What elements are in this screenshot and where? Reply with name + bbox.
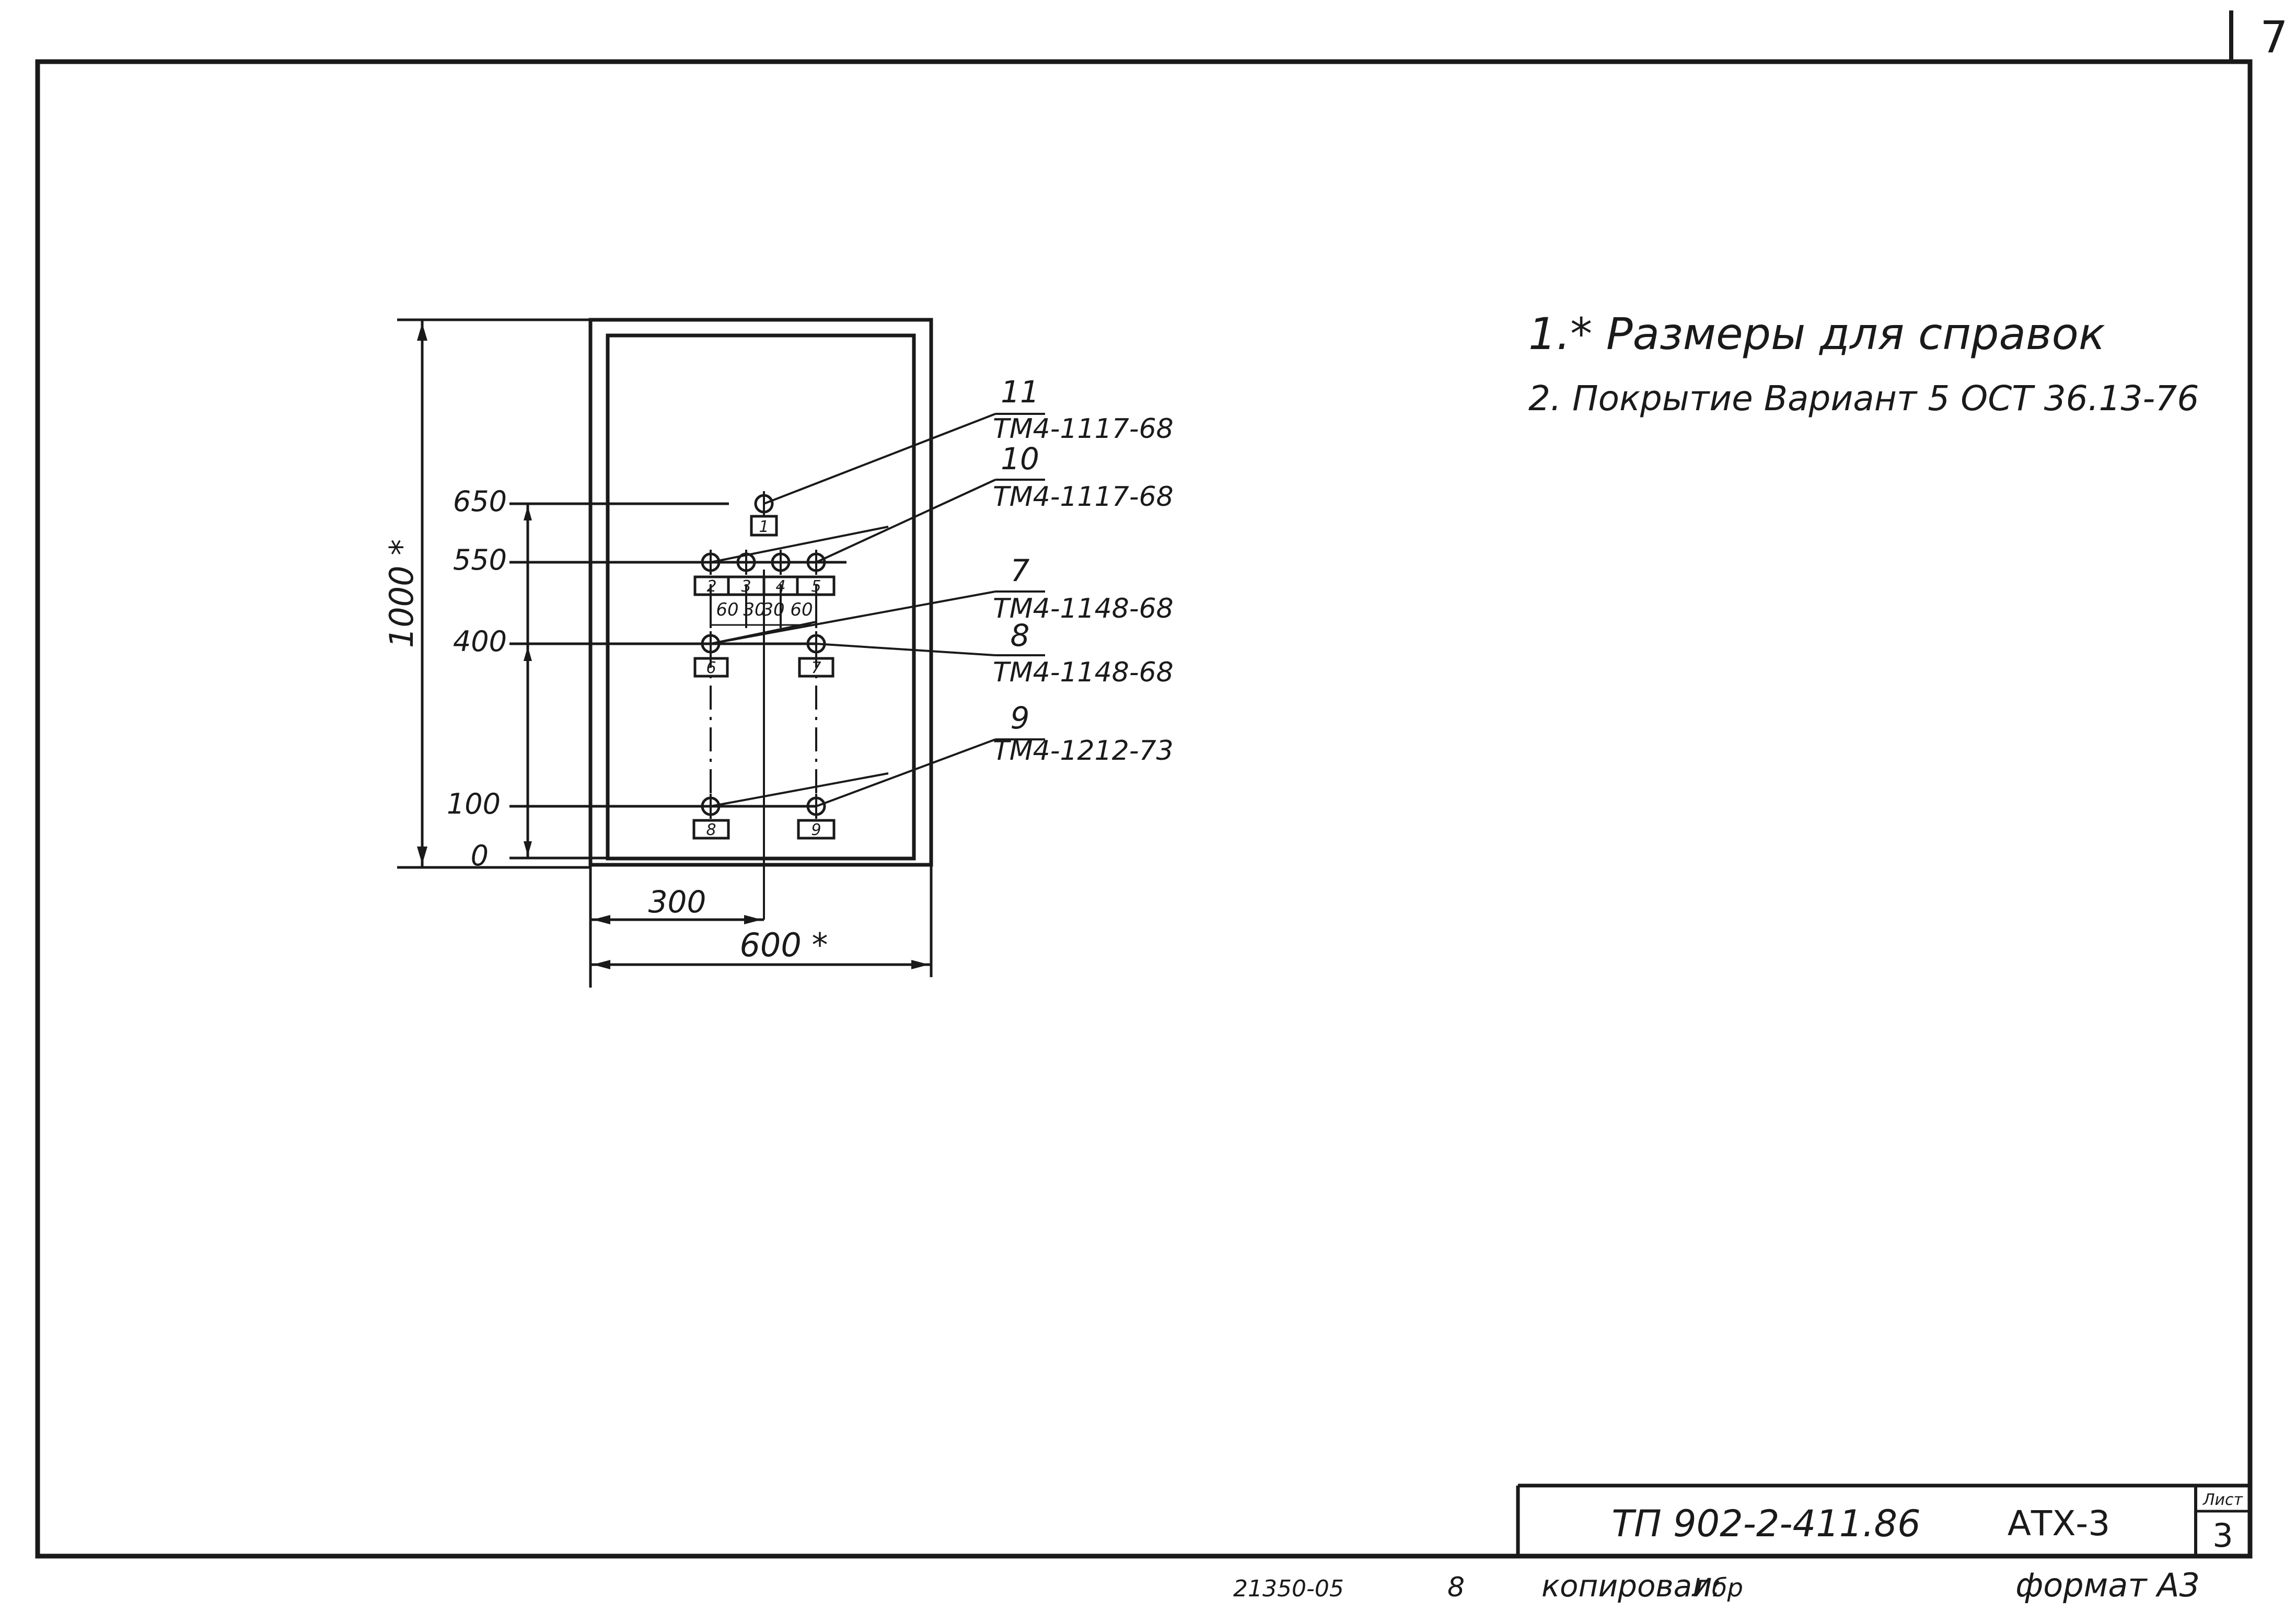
title-section: АТХ-3 — [2008, 1503, 2111, 1544]
elevation-dimensions: 650 550 400 100 0 — [447, 485, 846, 872]
device-tag-9: 9 — [811, 821, 821, 839]
sheet-border — [35, 59, 2253, 1559]
note-2: 2. Покрытие Вариант 5 ОСТ 36.13-76 — [1528, 378, 2199, 419]
elevation-label-400: 400 — [453, 625, 507, 658]
sheet-corner-number: 7 — [2260, 11, 2288, 63]
copied-by-signature: Ибр — [1693, 1573, 1743, 1603]
spacing-dimensions: 60 30 30 60 — [710, 584, 817, 628]
device-tag-3: 3 — [741, 577, 751, 596]
elevation-label-650: 650 — [453, 485, 507, 518]
callout-code-8: ТМ4-1148-68 — [993, 657, 1174, 688]
copied-by-label: копировал: — [1541, 1568, 1722, 1604]
spacing-label-1: 60 — [716, 599, 738, 620]
elevation-label-100: 100 — [447, 787, 501, 820]
callout-code-10: ТМ4-1117-68 — [993, 481, 1174, 513]
archive-number: 21350-05 — [1233, 1575, 1344, 1602]
sheet-corner-marker: 7 — [2229, 10, 2288, 63]
elevation-label-550: 550 — [453, 543, 507, 576]
callout-code-11: ТМ4-1117-68 — [993, 413, 1174, 445]
device-tag-2: 2 — [706, 577, 716, 596]
height-dimension-label: 1000 * — [382, 539, 421, 648]
width-dimension-label: 600 * — [739, 926, 828, 964]
device-tag-6: 6 — [706, 659, 716, 677]
title-doc-number: ТП 902-2-411.86 — [1611, 1502, 1920, 1545]
device-symbol-3 — [736, 550, 756, 575]
device-tag-4: 4 — [775, 577, 785, 596]
format-label: формат А3 — [2015, 1566, 2200, 1604]
spacing-label-3: 30 — [762, 599, 784, 620]
title-sheet-number: 3 — [2212, 1516, 2233, 1555]
callout-position-11: 11 — [1001, 374, 1039, 410]
elevation-label-0: 0 — [471, 839, 489, 872]
callout-code-7: ТМ4-1148-68 — [993, 593, 1174, 624]
callout-position-9: 9 — [1011, 700, 1030, 736]
device-axis-lines — [710, 570, 817, 920]
panel-inner-outline — [606, 333, 916, 861]
width-dimensions: 300 600 * — [589, 865, 933, 988]
title-block: ТП 902-2-411.86 АТХ-3 Лист 3 — [1516, 1483, 2250, 1556]
callout-position-7: 7 — [1011, 553, 1030, 588]
device-tag-1: 1 — [759, 518, 769, 536]
leader-lines — [710, 413, 1045, 807]
height-dimension: 1000 * — [382, 318, 590, 869]
device-symbol-4 — [771, 550, 791, 575]
device-tags: 1 2 3 4 5 6 7 8 9 — [692, 515, 836, 840]
spacing-label-2: 30 — [743, 599, 766, 620]
panel-outer-outline — [588, 318, 933, 867]
title-sheet-label: Лист — [2202, 1491, 2244, 1509]
archive-page-number: 8 — [1447, 1572, 1465, 1603]
footer-stamp: 21350-05 8 копировал: Ибр формат А3 — [1233, 1566, 2200, 1604]
panel-front-view — [588, 318, 933, 867]
callout-position-8: 8 — [1011, 618, 1030, 653]
callout-code-9: ТМ4-1212-73 — [993, 735, 1174, 767]
spacing-label-4: 60 — [790, 599, 813, 620]
general-notes: 1.* Размеры для справок 2. Покрытие Вари… — [1528, 308, 2199, 419]
note-1: 1.* Размеры для справок — [1528, 308, 2105, 360]
device-tag-7: 7 — [811, 659, 821, 677]
callout-position-10: 10 — [1001, 441, 1039, 477]
device-tag-5: 5 — [811, 577, 821, 596]
callout-labels: 11 ТМ4-1117-68 10 ТМ4-1117-68 7 ТМ4-1148… — [993, 374, 1174, 767]
axis-dimension-label: 300 — [648, 884, 706, 920]
device-tag-8: 8 — [706, 821, 716, 839]
